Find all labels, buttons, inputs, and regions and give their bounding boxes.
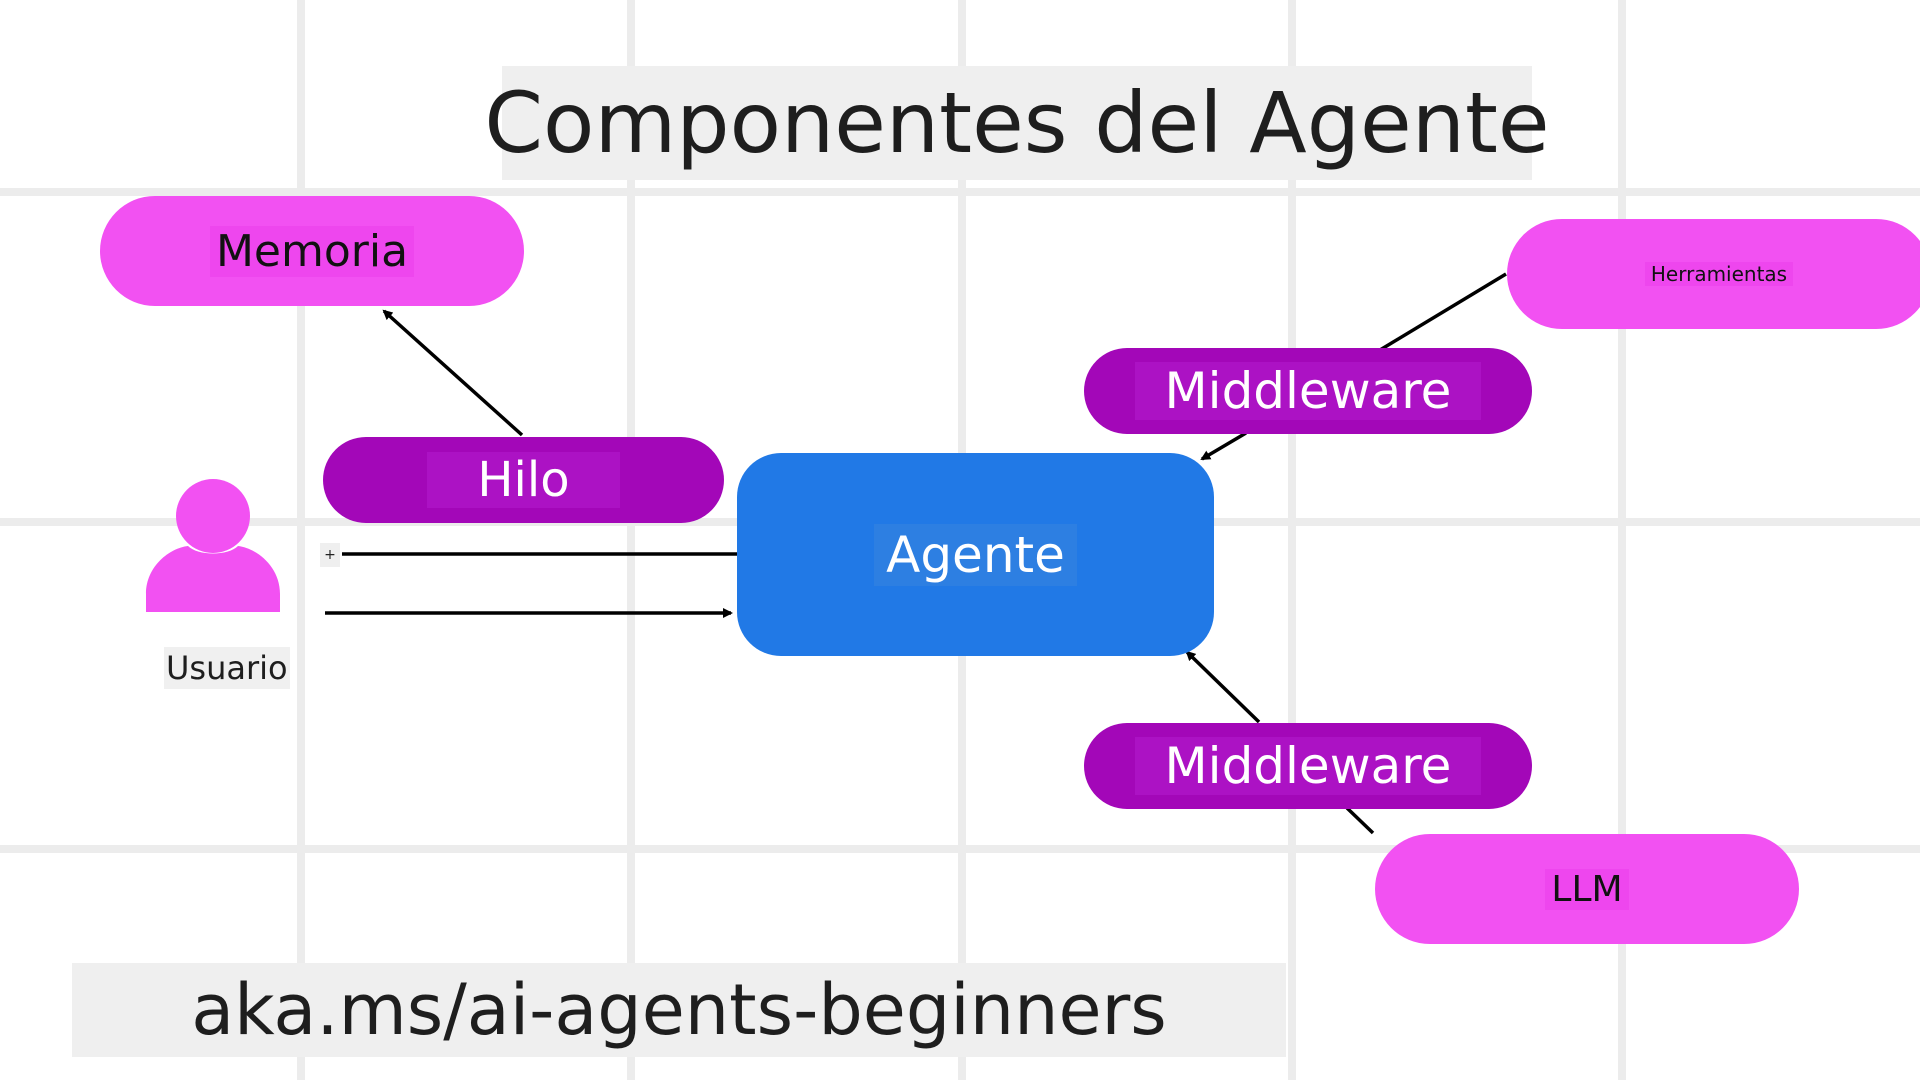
agent-label: Agente [874, 523, 1077, 586]
middleware-top-node: Middleware [1084, 348, 1532, 434]
grid-line [0, 188, 1920, 196]
grid-line [1618, 0, 1626, 1080]
diagram-title-box: Componentes del Agente [484, 66, 1550, 180]
memory-label: Memoria [209, 225, 415, 277]
footer-url: aka.ms/ai-agents-beginners [191, 969, 1167, 1051]
plus-mark: + [320, 543, 340, 567]
user-icon [146, 479, 280, 612]
arrow-middleware-to-agent [1200, 431, 1247, 461]
middleware-top-label: Middleware [1134, 362, 1482, 420]
grid-line [627, 0, 635, 1080]
grid-line [1288, 0, 1296, 1080]
footer-url-box: aka.ms/ai-agents-beginners [72, 963, 1286, 1057]
grid-line [0, 845, 1920, 853]
tools-node: Herramientas [1507, 219, 1920, 329]
middleware-bottom-node: Middleware [1084, 723, 1532, 809]
thread-label: Hilo [427, 452, 620, 508]
diagram-title: Componentes del Agente [484, 74, 1550, 172]
agent-node: Agente [737, 453, 1214, 656]
memory-node: Memoria [100, 196, 524, 306]
grid-line [297, 0, 305, 1080]
middleware-bottom-label: Middleware [1134, 737, 1482, 795]
line-tools-to-middleware [1379, 272, 1507, 352]
llm-node: LLM [1375, 834, 1799, 944]
line-llm-to-middleware [1345, 806, 1375, 835]
arrow-middleware-to-agent [1185, 650, 1261, 724]
tools-label: Herramientas [1644, 262, 1794, 286]
user-label: Usuario [164, 647, 290, 689]
thread-node: Hilo [323, 437, 724, 523]
arrow-thread-to-memory [382, 309, 524, 437]
llm-label: LLM [1545, 868, 1629, 910]
